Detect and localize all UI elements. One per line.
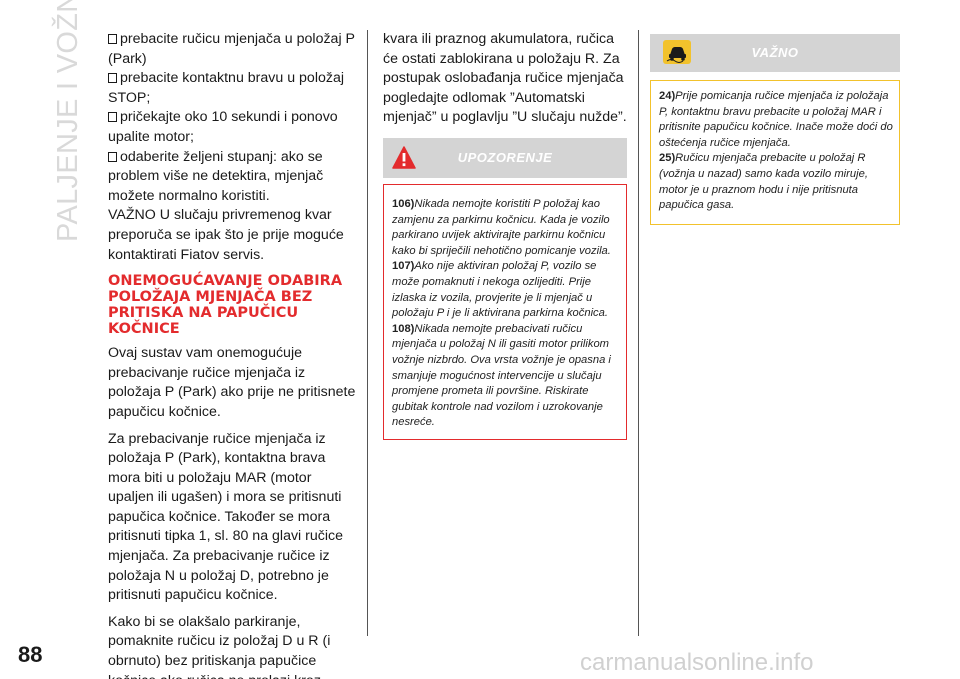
bullet-item: pričekajte oko 10 sekundi i ponovo upali…: [108, 109, 338, 145]
note-text: Prije pomicanja ručice mjenjača iz polož…: [659, 90, 893, 149]
important-box: 24)Prije pomicanja ručice mjenjača iz po…: [650, 80, 900, 225]
important-banner: VAŽNO: [650, 34, 900, 72]
warning-box: 106)Nikada nemojte koristiti P položaj k…: [383, 183, 627, 440]
side-chapter-title: PALJENJE I VOŽNJA: [52, 0, 84, 242]
note-text: Ako nije aktiviran položaj P, vozilo se …: [392, 260, 608, 320]
body-paragraph: Kako bi se olakšalo parkiranje, pomaknit…: [108, 613, 331, 679]
car-skid-icon: [663, 40, 691, 64]
note-number: 24): [659, 90, 676, 102]
body-paragraph: Za prebacivanje ručice mjenjača iz polož…: [108, 430, 343, 604]
important-label: VAŽNO: [751, 45, 799, 61]
page-number: 88: [18, 642, 43, 667]
checkbox-bullet-icon: [108, 34, 117, 44]
column-divider: [638, 30, 639, 636]
column-middle: kvara ili praznog akumulatora, ručica će…: [383, 30, 627, 440]
warning-note: 108)Nikada nemojte prebacivati ručicu mj…: [392, 322, 620, 431]
bullet-item: prebacite kontaktnu bravu u položaj STOP…: [108, 70, 344, 106]
checkbox-bullet-icon: [108, 151, 117, 162]
column-left: prebacite ručicu mjenjača u položaj P (P…: [108, 30, 358, 679]
important-note: 24)Prije pomicanja ručice mjenjača iz po…: [659, 89, 893, 151]
warning-label: UPOZORENJE: [457, 150, 553, 166]
bullet-item: odaberite željeni stupanj: ako se proble…: [108, 148, 324, 204]
note-number: 108): [392, 322, 415, 335]
note-text: Nikada nemojte koristiti P položaj kao z…: [392, 197, 611, 257]
warning-triangle-icon: [392, 146, 416, 169]
note-text: Ručicu mjenjača prebacite u položaj R (v…: [659, 152, 868, 212]
note-number: 107): [392, 260, 415, 273]
checkbox-bullet-icon: [108, 73, 117, 84]
column-right: VAŽNO 24)Prije pomicanja ručice mjenjača…: [650, 30, 900, 225]
watermark: carmanualsonline.info: [580, 649, 814, 676]
note-number: 25): [659, 152, 676, 165]
warning-note: 107)Ako nije aktiviran položaj P, vozilo…: [392, 259, 620, 321]
note-text: Nikada nemojte prebacivati ručicu mjenja…: [392, 322, 611, 429]
warning-banner: UPOZORENJE: [383, 137, 627, 178]
important-note: 25)Ručicu mjenjača prebacite u položaj R…: [659, 151, 893, 213]
bullet-item: prebacite ručicu mjenjača u položaj P (P…: [108, 31, 355, 67]
section-heading: ONEMOGUĆAVANJE ODABIRA POLOŽAJA MJENJAČA…: [108, 273, 343, 338]
note-paragraph: VAŽNO U slučaju privremenog kvar preporu…: [108, 207, 344, 263]
warning-note: 106)Nikada nemojte koristiti P položaj k…: [392, 197, 620, 259]
note-number: 106): [392, 197, 415, 210]
column-divider: [367, 30, 368, 636]
body-paragraph: kvara ili praznog akumulatora, ručica će…: [383, 31, 627, 126]
body-paragraph: Ovaj sustav vam onemogućuje prebacivanje…: [108, 345, 356, 420]
checkbox-bullet-icon: [108, 112, 117, 123]
